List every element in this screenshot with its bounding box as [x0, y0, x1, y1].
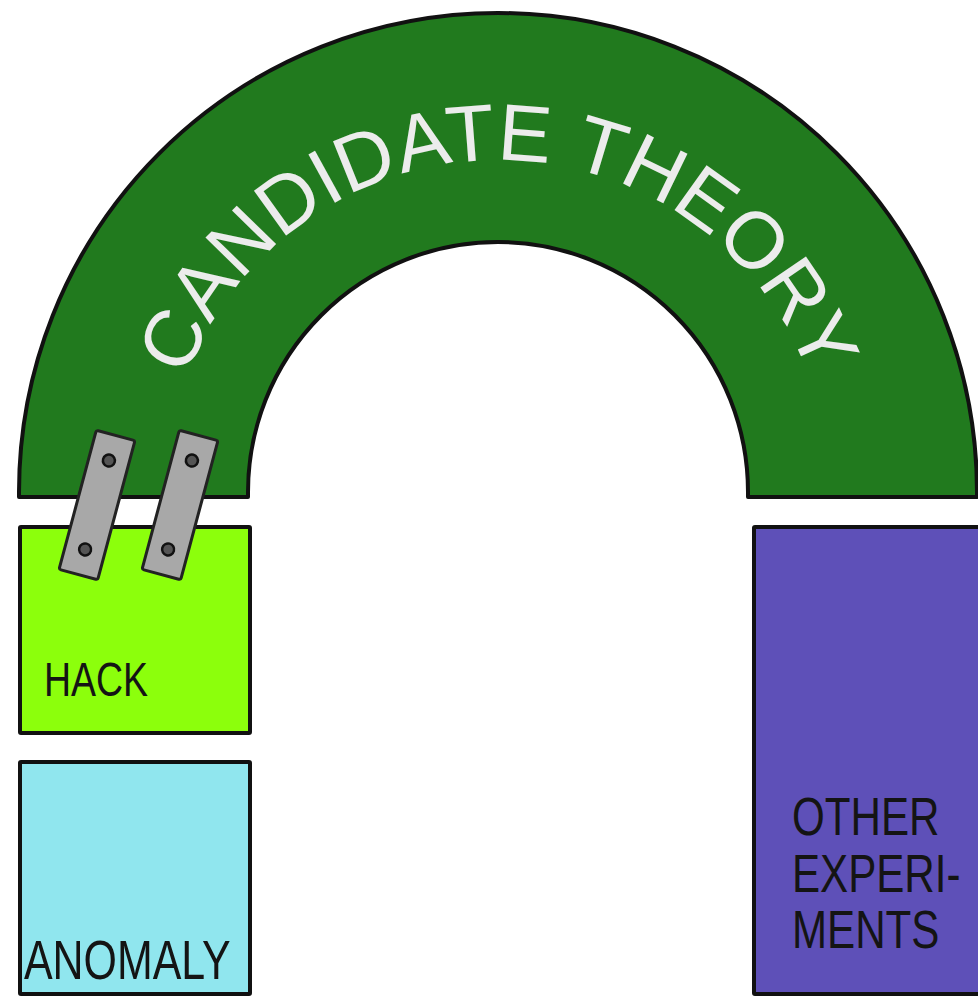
pillar-block: OTHER EXPERI- MENTS	[752, 525, 978, 996]
block-label: OTHER EXPERI- MENTS	[792, 788, 978, 958]
arch-shape: CANDIDATE THEORY	[0, 0, 978, 500]
block-label: HACK	[44, 655, 231, 705]
theory-arch: CANDIDATE THEORY	[0, 0, 978, 500]
arch-title: CANDIDATE THEORY	[120, 87, 876, 384]
block-label: ANOMALY	[24, 932, 258, 990]
arch-band	[19, 13, 977, 497]
pillar-block: ANOMALY	[18, 760, 252, 996]
pillar-block: HACK	[18, 525, 252, 735]
